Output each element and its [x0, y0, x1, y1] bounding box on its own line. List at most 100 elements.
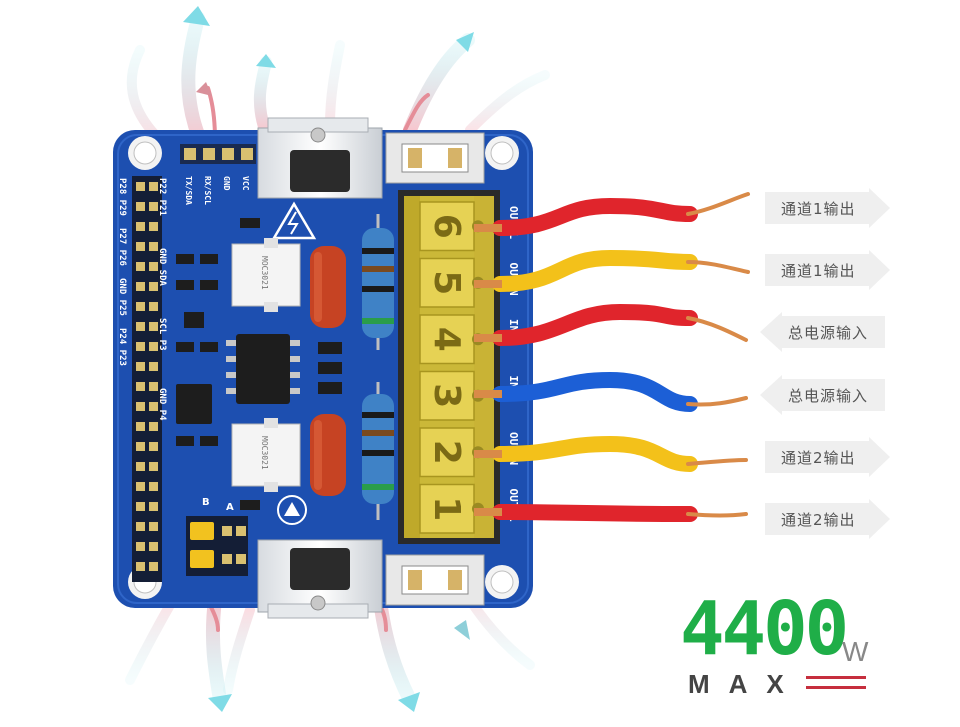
wire-ch2-b [492, 504, 698, 522]
gpio-label-4: P22 P21 [157, 178, 167, 216]
gpio-pin [149, 462, 158, 471]
arrow-left-shape [760, 375, 885, 415]
resistor-ch1 [362, 214, 394, 350]
label-power-input-a: 总电源输入 [760, 312, 885, 352]
small-ic [176, 384, 212, 424]
accent-bar [806, 686, 866, 689]
label-power-input-b: 总电源输入 [760, 375, 885, 415]
gpio-pin [149, 502, 158, 511]
high-voltage-warning-icon [271, 201, 317, 240]
gpio-label-6: SCL P3 [157, 318, 167, 351]
heatsink-bottom [257, 539, 383, 619]
arrow-right-shape [765, 188, 890, 228]
pin-label-tx: TX/SDA [184, 176, 193, 205]
gpio-pin [136, 562, 145, 571]
gpio-pin [149, 402, 158, 411]
gpio-pin [136, 462, 145, 471]
top-pin-labels: TX/SDA RX/SCL GND VCC [184, 176, 250, 205]
power-rating-unit: W [842, 636, 869, 667]
gpio-pin [136, 442, 145, 451]
gpio-pin [136, 422, 145, 431]
gpio-pin-labels: P28 P29 P27 P26 GND P25 P24 P23 P22 P21 … [117, 178, 167, 421]
terminal-number: 6 [426, 214, 467, 239]
gpio-pin [136, 202, 145, 211]
label-channel1-output-a: 通道1输出 [765, 188, 890, 228]
wire-ch1-b [492, 249, 698, 292]
arrow-right-shape [765, 499, 890, 539]
gpio-pin [149, 302, 158, 311]
heat-arrowheads-bottom [208, 620, 470, 712]
pin-label-gnd: GND [222, 176, 231, 191]
gpio-pin [136, 402, 145, 411]
label-channel1-output-b: 通道1输出 [765, 250, 890, 290]
gpio-label-0: P28 P29 [117, 178, 127, 216]
gpio-pin [136, 282, 145, 291]
label-channel2-output-a: 通道2输出 [765, 437, 890, 477]
label-text: 通道2输出 [781, 448, 856, 467]
gpio-pin [136, 242, 145, 251]
gpio-pin [149, 342, 158, 351]
jumper-block [186, 516, 248, 576]
terminal-number: 2 [426, 440, 467, 465]
driver-ic [236, 334, 290, 404]
gpio-pin [136, 322, 145, 331]
svg-text:MOC3021: MOC3021 [260, 256, 269, 290]
gpio-label-2: GND P25 [117, 278, 127, 316]
gpio-pin [149, 202, 158, 211]
gpio-pin [136, 382, 145, 391]
gpio-pin [149, 382, 158, 391]
gpio-pin [136, 482, 145, 491]
gpio-pin [149, 422, 158, 431]
ic-pins [226, 340, 300, 394]
terminal-number: 5 [426, 270, 467, 295]
gpio-pin [149, 182, 158, 191]
svg-text:MOC3021: MOC3021 [260, 436, 269, 470]
jumper-label-b: B [202, 497, 210, 508]
label-text: 通道2输出 [781, 510, 856, 529]
terminal-number: 4 [426, 327, 467, 352]
terminal-cell [419, 427, 475, 478]
power-rating-value: 4400 [680, 586, 849, 672]
gpio-label-1: P27 P26 [117, 228, 127, 266]
power-rating-caption: MAX [688, 669, 803, 699]
gpio-label-3: P24 P23 [117, 328, 127, 366]
terminal-cell [419, 483, 475, 534]
terminal-number: 1 [426, 496, 467, 521]
top-pin-header [180, 144, 256, 164]
gpio-pin [149, 262, 158, 271]
gpio-label-7: GND P4 [157, 388, 167, 421]
gpio-pin [149, 362, 158, 371]
terminal-cell [419, 201, 475, 252]
wires [492, 197, 698, 522]
gpio-pin [149, 322, 158, 331]
gpio-pin [136, 522, 145, 531]
jumper-label-a: A [226, 502, 234, 513]
gpio-pin [149, 222, 158, 231]
gpio-pin [136, 222, 145, 231]
arrow-right-shape [765, 437, 890, 477]
heatsink-top [257, 117, 383, 199]
resistor-ch2 [362, 382, 394, 520]
wire-power-a [492, 303, 698, 346]
capacitor-ch2 [310, 414, 346, 496]
label-text: 通道1输出 [781, 199, 856, 218]
gpio-pin [136, 182, 145, 191]
label-text: 总电源输入 [788, 386, 869, 405]
gpio-pin [136, 502, 145, 511]
terminal-numbers: 6 5 4 3 2 1 [426, 214, 467, 522]
gpio-pin [149, 482, 158, 491]
fuse-bottom [385, 554, 485, 606]
label-text: 总电源输入 [788, 323, 869, 342]
arrow-right-shape [765, 250, 890, 290]
wire-stubs-to-terminal [474, 224, 502, 516]
gpio-pin [149, 442, 158, 451]
wire-ch2-a [492, 435, 698, 472]
terminal-number: 3 [426, 383, 467, 408]
gpio-pin [149, 542, 158, 551]
capacitor-ch1 [310, 246, 346, 328]
heat-arrowheads-top [183, 6, 474, 96]
optocoupler-ch2: MOC3021 [231, 418, 301, 492]
gpio-header [132, 176, 162, 582]
wire-ch1-a [492, 197, 698, 236]
terminal-cell [419, 257, 475, 308]
